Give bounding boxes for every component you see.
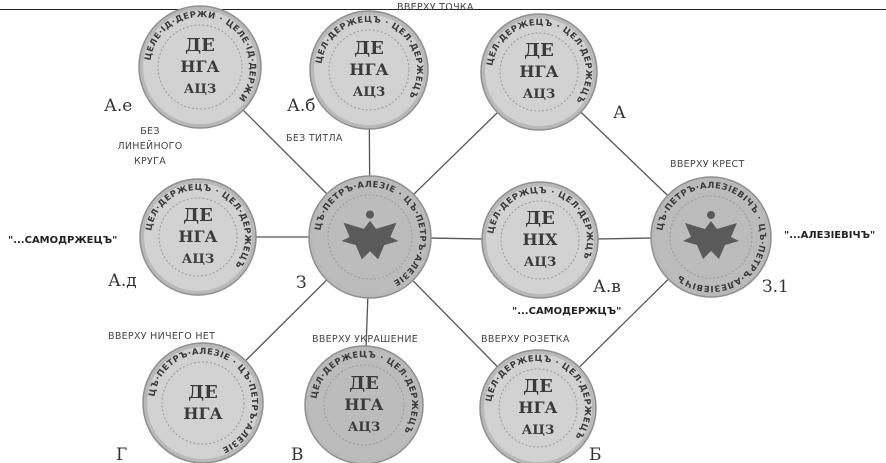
edges-layer [198, 67, 711, 408]
node-label-G: Г [116, 445, 127, 463]
note-no-linear-circle-3: КРУГА [134, 156, 166, 167]
node-label-Z: З [296, 273, 307, 293]
note-top-rosette: ВВЕРХУ РОЗЕТКА [481, 334, 570, 345]
quote-samoderzhts-center: "...САМОДЕРЖЦЪ" [512, 306, 621, 317]
coin-center-text: ДЕ [524, 40, 554, 61]
coin-center-text: НГА [344, 395, 383, 414]
coin-center-text: НГА [180, 57, 219, 76]
crown-icon [366, 211, 374, 219]
coin-center-text: ДЕ [523, 376, 553, 397]
coin-center-text: АЦЗ [524, 255, 557, 270]
coin-center-text: АЦЗ [184, 82, 217, 97]
coin-center-text: ДЕ [183, 205, 213, 226]
coin-center-text: АЦЗ [348, 420, 381, 435]
coin-center-text: НГА [183, 404, 222, 423]
coin-center-text: НIХ [522, 230, 558, 249]
quote-aleziyevich-right: "...АЛЕЗIЕВIЧЪ" [784, 230, 875, 241]
note-no-linear-circle-2: ЛИНЕЙНОГО [117, 140, 182, 152]
coin-center-text: ДЕ [354, 38, 384, 59]
note-no-linear-circle-1: БЕЗ [140, 126, 160, 137]
coin-center-text: АЦЗ [523, 87, 556, 102]
note-top-dot: ВВЕРХУ ТОЧКА [397, 2, 474, 13]
coin-center-text: АЦЗ [522, 423, 555, 438]
coin-center-text: АЦЗ [182, 252, 215, 267]
coin-Z1: ЦЪ·ПЕТРЪ·АЛЕЗIЕВIЧЪ · ЦЪ·ПЕТРЪ·АЛЕЗIЕВIЧ… [651, 177, 771, 297]
coin-center-text: ДЕ [525, 208, 555, 229]
node-label-Z1: З.1 [762, 277, 789, 297]
coin-center-text: НГА [519, 62, 558, 81]
note-top-cross: ВВЕРХУ КРЕСТ [670, 159, 745, 170]
coin-center-text: НГА [349, 60, 388, 79]
quote-samoderzhets-left: "...САМОДРЖЕЦЪ" [8, 235, 117, 246]
node-label-Av: А.в [593, 277, 621, 297]
coin-center-text: ДЕ [349, 373, 379, 394]
coin-center-text: АЦЗ [353, 85, 386, 100]
coin-center-text: НГА [518, 398, 557, 417]
node-label-Ad: А.д [108, 271, 137, 291]
note-no-titla: БЕЗ ТИТЛА [286, 133, 343, 144]
node-label-V: В [291, 445, 304, 463]
node-label-Ae: А.е [104, 96, 132, 116]
note-top-ornament: ВВЕРХУ УКРАШЕНИЕ [312, 334, 418, 345]
note-top-nothing: ВВЕРХУ НИЧЕГО НЕТ [108, 331, 215, 342]
coin-Z: ЦЪ·ПЕТРЪ·АЛЕЗIЕ · ЦЪ·ПЕТРЪ·АЛЕЗIЕ [309, 176, 431, 298]
node-label-Ab: А.б [287, 96, 316, 116]
node-label-A: А [613, 103, 626, 123]
coins-layer: ЦЕЛЕ·IД·ДЕРЖИ · ЦЕЛЕ·IД·ДЕРЖИДЕНГААЦЗЦЕЛ… [139, 6, 771, 463]
coin-center-text: НГА [178, 227, 217, 246]
crown-icon [707, 211, 715, 219]
node-label-B: Б [589, 445, 602, 463]
coin-center-text: ДЕ [188, 382, 218, 403]
coin-center-text: ДЕ [185, 35, 215, 56]
